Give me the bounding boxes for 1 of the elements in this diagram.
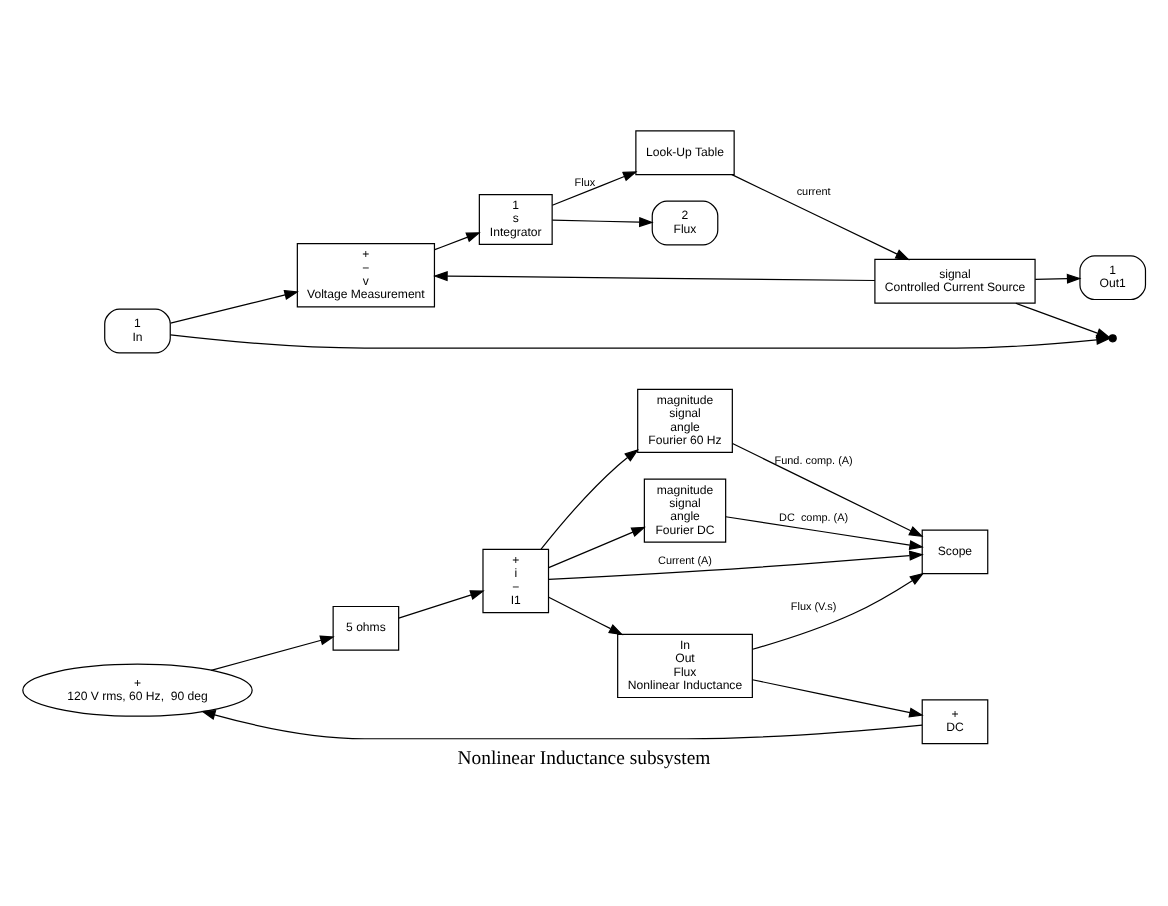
caption: Nonlinear Inductance subsystem bbox=[457, 747, 711, 770]
